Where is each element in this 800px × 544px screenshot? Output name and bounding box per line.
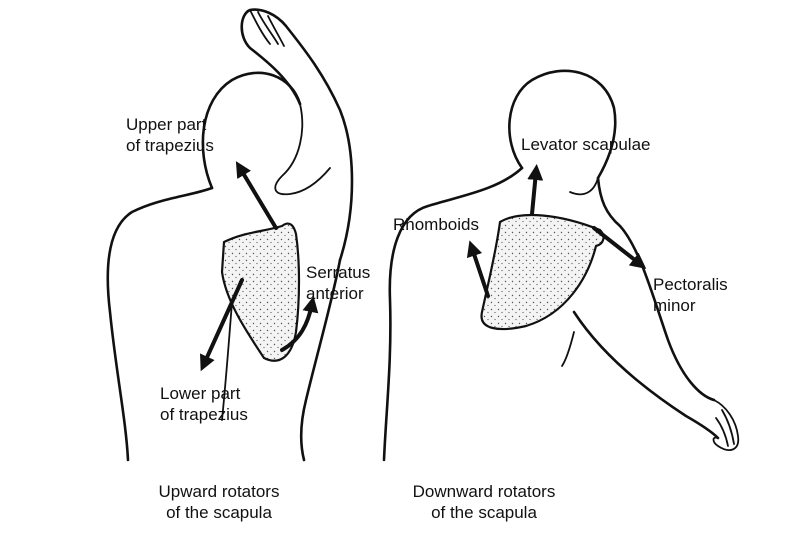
arrow-upper-trapezius (235, 161, 278, 230)
left-hand-fingers (249, 9, 285, 47)
right-lowered-arm-outline (572, 310, 720, 440)
label-rhomboids-line1: Rhomboids (393, 215, 479, 234)
right-head-outline (508, 69, 617, 180)
label-upper-trapezius: Upper part of trapezius (126, 114, 214, 156)
left-right-side-outline (299, 258, 342, 462)
label-levator-scapulae-line1: Levator scapulae (521, 135, 651, 154)
left-raised-arm-outline (240, 8, 354, 262)
arrow-lower-trapezius (200, 278, 244, 372)
arrow-serratus-anterior (280, 296, 319, 352)
label-serratus-anterior: Serratus anterior (306, 262, 370, 304)
left-armpit-fold (274, 103, 331, 196)
right-body-line (561, 331, 575, 367)
label-serratus-anterior-line1: Serratus (306, 263, 371, 282)
left-left-side-outline (106, 186, 214, 462)
right-left-side-outline (382, 166, 524, 462)
caption-downward-rotators-line1: Downward rotators (412, 482, 556, 501)
label-pectoralis-minor: Pectoralis minor (653, 274, 728, 316)
caption-upward-rotators-line2: of the scapula (166, 503, 272, 522)
label-levator-scapulae: Levator scapulae (521, 134, 650, 155)
arrow-pectoralis-minor (592, 226, 647, 269)
right-neck-outline (569, 177, 599, 196)
left-figure (106, 8, 354, 462)
right-scapula (480, 213, 605, 331)
right-hand-outline (712, 399, 740, 451)
right-hand-fingers (715, 409, 735, 447)
label-lower-trapezius-line2: of trapezius (160, 405, 248, 424)
arrow-levator-scapulae (527, 164, 544, 216)
caption-upward-rotators: Upward rotators of the scapula (139, 481, 299, 523)
arrow-rhomboids (466, 240, 490, 298)
caption-downward-rotators-line2: of the scapula (431, 503, 537, 522)
label-lower-trapezius: Lower part of trapezius (160, 383, 248, 425)
label-upper-trapezius-line1: Upper part (126, 115, 207, 134)
right-figure (382, 69, 740, 462)
right-right-shoulder-outline (596, 176, 716, 402)
label-lower-trapezius-line1: Lower part (160, 384, 241, 403)
left-head-outline (201, 71, 302, 190)
label-rhomboids: Rhomboids (393, 214, 479, 235)
caption-downward-rotators: Downward rotators of the scapula (394, 481, 574, 523)
label-pectoralis-minor-line1: Pectoralis (653, 275, 728, 294)
caption-upward-rotators-line1: Upward rotators (158, 482, 280, 501)
label-pectoralis-minor-line2: minor (653, 296, 696, 315)
label-upper-trapezius-line2: of trapezius (126, 136, 214, 155)
left-scapula (220, 222, 301, 362)
label-serratus-anterior-line2: anterior (306, 284, 364, 303)
